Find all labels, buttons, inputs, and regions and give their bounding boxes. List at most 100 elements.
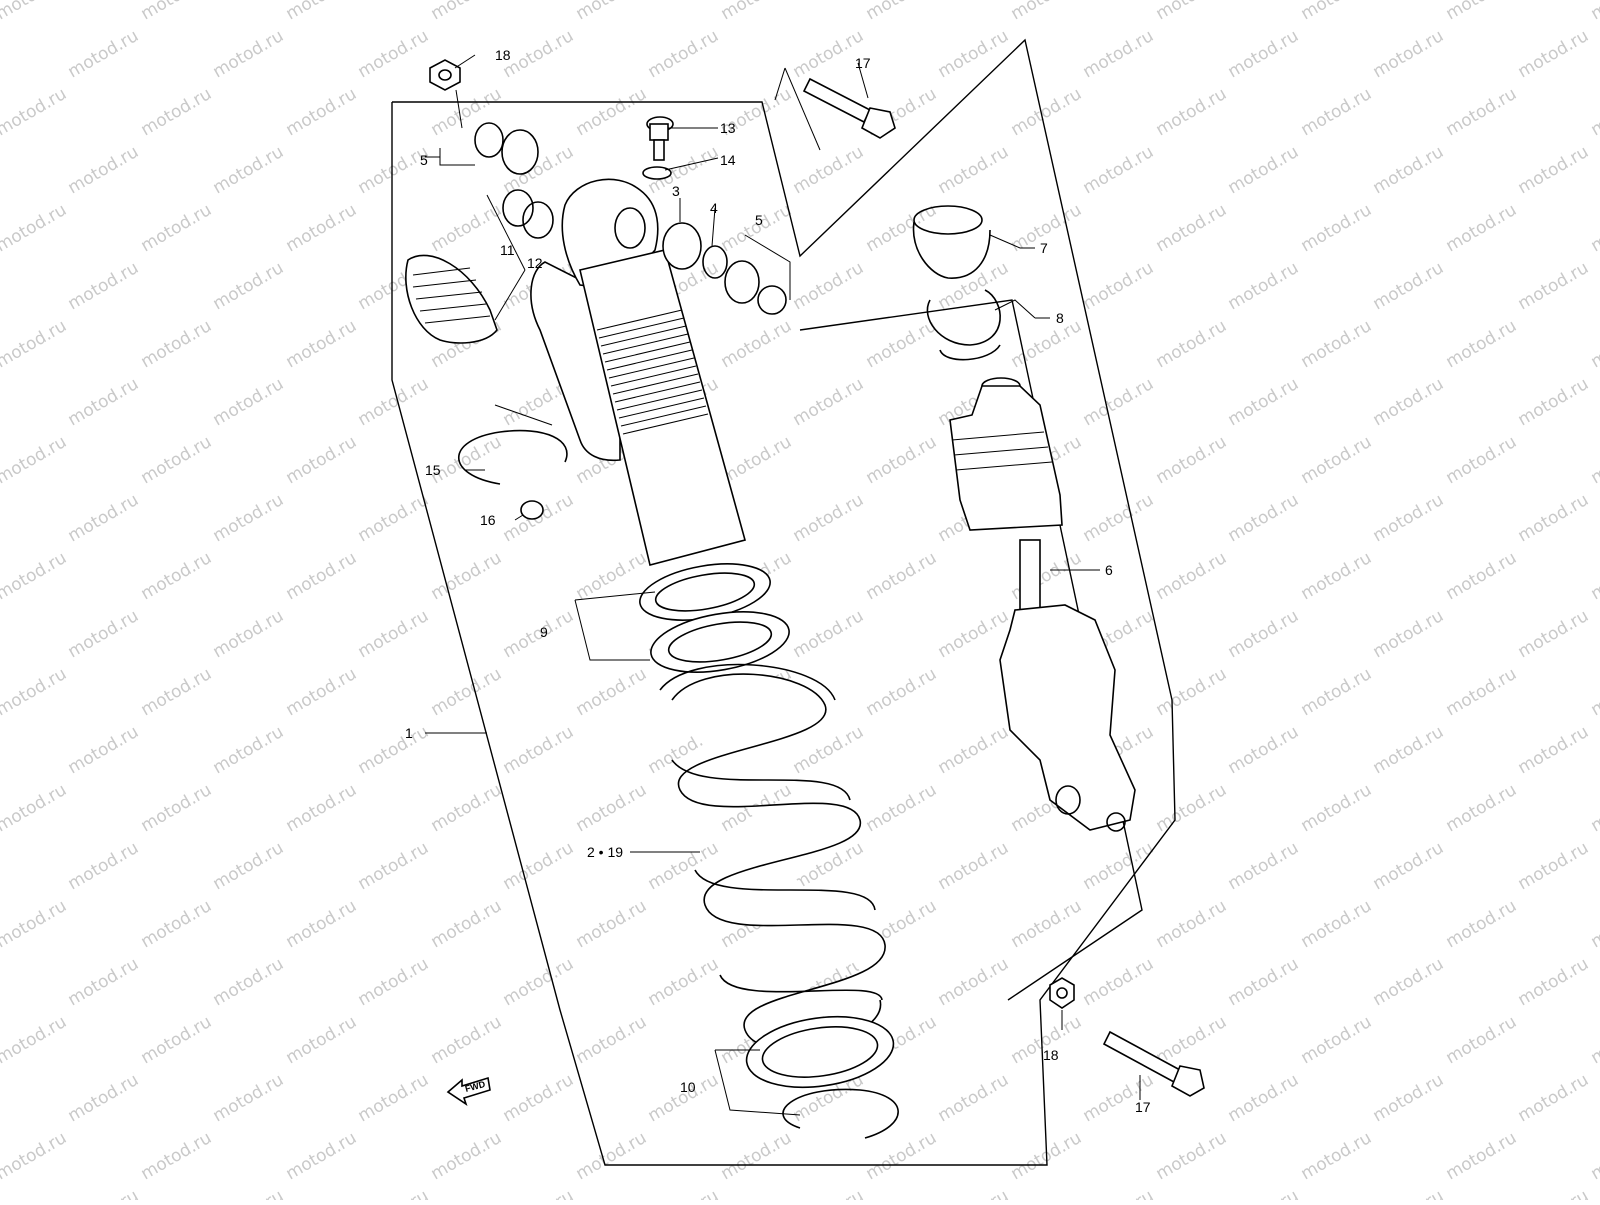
watermark-text: motod.ru <box>0 84 70 140</box>
watermark-text: motod.ru <box>1225 722 1303 778</box>
watermark-text: motod.ru <box>573 780 651 836</box>
watermark-text: motod.ru <box>1515 954 1593 1010</box>
watermark-text: motod.ru <box>138 1128 216 1184</box>
watermark-text: motod.ru <box>1298 316 1376 372</box>
callout-13: 13 <box>720 120 736 136</box>
watermark-text: motod.ru <box>355 142 433 198</box>
watermark-text: motod.ru <box>0 432 70 488</box>
callout-15: 15 <box>425 462 441 478</box>
callout-18-top: 18 <box>495 47 511 63</box>
watermark-text: motod.ru <box>863 780 941 836</box>
watermark-text: motod.ru <box>1080 838 1158 894</box>
watermark-text: motod.ru <box>1515 838 1593 894</box>
watermark-text: motod.ru <box>428 0 506 24</box>
watermark-text: motod.ru <box>935 954 1013 1010</box>
watermark-text: motod.ru <box>210 490 288 546</box>
watermark-text: motod.ru <box>1515 722 1593 778</box>
watermark-text: motod.ru <box>935 1186 1013 1200</box>
watermark-text: motod.ru <box>138 780 216 836</box>
watermark-text: motod.ru <box>573 664 651 720</box>
watermark-text: motod.ru <box>1443 664 1521 720</box>
watermark-text: motod.ru <box>210 722 288 778</box>
watermark-text: motod.ru <box>1443 548 1521 604</box>
watermark-text: motod.ru <box>138 200 216 256</box>
watermark-text: motod.ru <box>1588 1012 1600 1068</box>
watermark-text: motod.ru <box>65 26 143 82</box>
watermark-text: motod.ru <box>1225 838 1303 894</box>
watermark-text: motod.ru <box>138 896 216 952</box>
watermark-text: motod.ru <box>1370 490 1448 546</box>
watermark-text: motod.ru <box>138 432 216 488</box>
watermark-text: motod.ru <box>1588 432 1600 488</box>
watermark-text: motod.ru <box>1225 606 1303 662</box>
watermark-text: motod.ru <box>1443 200 1521 256</box>
watermark-text: motod.ru <box>138 1012 216 1068</box>
callout-18-bottom: 18 <box>1043 1047 1059 1063</box>
watermark-text: motod.ru <box>283 1128 361 1184</box>
callout-12: 12 <box>527 255 543 271</box>
watermark-text: motod.ru <box>573 1012 651 1068</box>
watermark-text: motod.ru <box>1588 1128 1600 1184</box>
watermark-text: motod.ru <box>283 1012 361 1068</box>
watermark-text: motod.ru <box>1008 84 1086 140</box>
watermark-text: motod.ru <box>790 490 868 546</box>
watermark-text: motod.ru <box>1443 1128 1521 1184</box>
watermark-text: motod.ru <box>1370 954 1448 1010</box>
watermark-text: motod.ru <box>283 84 361 140</box>
watermark-text: motod.ru <box>1370 606 1448 662</box>
watermark-text: motod.ru <box>790 606 868 662</box>
watermark-text: motod.ru <box>1443 896 1521 952</box>
watermark-text: motod.ru <box>1370 26 1448 82</box>
watermark-text: motod.ru <box>718 200 796 256</box>
watermark-text: motod.ru <box>428 432 506 488</box>
watermark-text: motod.ru <box>1443 84 1521 140</box>
watermark-text: motod.ru <box>65 1070 143 1126</box>
callout-11: 11 <box>500 242 515 258</box>
callout-10: 10 <box>680 1079 696 1095</box>
watermark-text: motod.ru <box>1153 316 1231 372</box>
watermark-text: motod.ru <box>790 1186 868 1200</box>
watermark-text: motod.ru <box>935 722 1013 778</box>
watermark-text: motod.ru <box>65 606 143 662</box>
watermark-text: motod.ru <box>1080 954 1158 1010</box>
watermark-text: motod.ru <box>210 838 288 894</box>
callout-6: 6 <box>1105 562 1113 578</box>
watermark-text: motod.ru <box>1515 258 1593 314</box>
watermark-text: motod.ru <box>1588 896 1600 952</box>
watermark-text: motod.ru <box>1443 0 1521 24</box>
watermark-text: motod.ru <box>1298 664 1376 720</box>
watermark-text: motod.ru <box>65 258 143 314</box>
watermark-text: motod.ru <box>1225 1186 1303 1200</box>
watermark-text: motod.ru <box>1008 896 1086 952</box>
watermark-text: motod.ru <box>355 1186 433 1200</box>
watermark-text: motod.ru <box>0 0 70 24</box>
watermark-text: motod.ru <box>1225 258 1303 314</box>
watermark-text: motod.ru <box>863 548 941 604</box>
watermark-text: motod.ru <box>500 722 578 778</box>
watermark-text: motod.ru <box>573 0 651 24</box>
watermark-text: motod.ru <box>283 432 361 488</box>
watermark-text: motod.ru <box>1588 780 1600 836</box>
watermark-text: motod.ru <box>1515 1070 1593 1126</box>
watermark-text: motod.ru <box>283 780 361 836</box>
watermark-text: motod.ru <box>1153 1128 1231 1184</box>
watermark-text: motod.ru <box>1153 0 1231 24</box>
watermark-text: motod.ru <box>935 142 1013 198</box>
watermark-text: motod.ru <box>1080 374 1158 430</box>
watermark-text: motod.ru <box>65 1186 143 1200</box>
watermark-text: motod.ru <box>1443 432 1521 488</box>
watermark-text: motod.ru <box>65 142 143 198</box>
callout-5-right: 5 <box>755 212 763 228</box>
watermark-text: motod.ru <box>0 1012 70 1068</box>
watermark-text: motod.ru <box>573 84 651 140</box>
watermark-text: motod.ru <box>863 432 941 488</box>
watermark-text: motod.ru <box>573 896 651 952</box>
watermark-text: motod.ru <box>1370 1070 1448 1126</box>
watermark-text: motod.ru <box>428 1128 506 1184</box>
watermark-text: motod.ru <box>500 954 578 1010</box>
watermark-text: motod.ru <box>718 0 796 24</box>
watermark-text: motod.ru <box>1153 432 1231 488</box>
watermark-text: motod.ru <box>645 954 723 1010</box>
watermark-text: motod.ru <box>1153 896 1231 952</box>
